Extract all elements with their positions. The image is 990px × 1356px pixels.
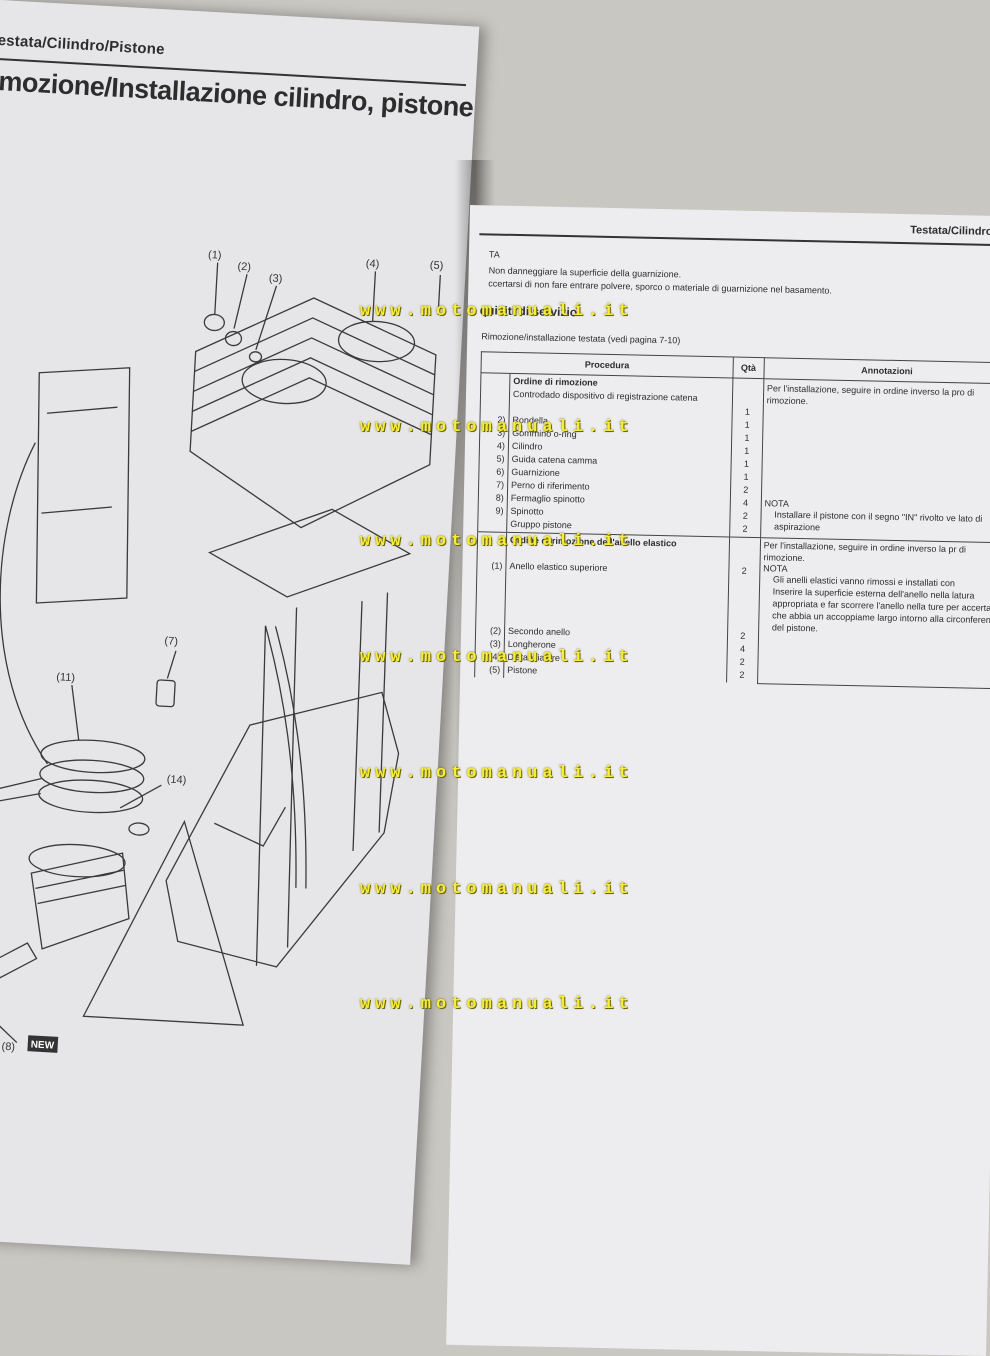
note-1: Non danneggiare la superficie della guar… [488,265,682,280]
note-2: ccertarsi di non fare entrare polvere, s… [488,278,833,296]
exploded-engine-diagram: (1) (2) (3) (4) (5) (7) (11) (14) (8) NE… [0,249,444,1054]
new-badge: NEW [27,1035,59,1053]
svg-text:NEW: NEW [30,1039,54,1051]
reference-line: Rimozione/installazione testata (vedi pa… [481,331,681,346]
cam-chain [264,625,307,889]
callout-5: (5) [430,259,444,272]
left-running-head: estata/Cilindro/Pistone [0,31,166,59]
piston-pin [0,942,38,987]
note-label: TA [488,249,500,260]
callout-11: (11) [56,671,75,684]
right-running-head: Testata/Cilindro/ [910,224,990,239]
callout-8: (8) [1,1041,15,1054]
dowel-pin [155,679,176,708]
watermark: www.motomanuali.it [360,302,634,321]
watermark: www.motomanuali.it [360,532,634,551]
gasket [207,508,412,598]
group2-annotation: Per l'installazione, seguire in ordine i… [763,540,967,564]
ring-detail-bubble [35,367,131,604]
col-qty: Qtà [732,357,765,379]
callout-4: (4) [366,258,380,271]
group1-annotation: Per l'installazione, seguire in ordine i… [766,383,975,407]
cylinder-block [189,297,437,529]
procedure-table: Procedura Qtà Annotazioni 2) 3) 4) 5) 6)… [474,351,990,689]
watermark: www.motomanuali.it [360,880,634,899]
watermark: www.motomanuali.it [360,418,634,437]
callout-2: (2) [237,261,251,274]
watermark: www.motomanuali.it [360,648,634,667]
group1-nota-text: Installare il pistone con il segno "IN" … [773,509,983,533]
callout-3: (3) [269,272,283,285]
group-removal-order: 2) 3) 4) 5) 6) 7) 8) 9) Ordine di rimozi… [477,372,990,543]
watermark: www.motomanuali.it [360,995,634,1014]
callout-14: (14) [166,774,186,787]
piston-ring-top [40,739,146,774]
crankcase [165,691,400,968]
callout-1: (1) [208,249,222,262]
watermark: www.motomanuali.it [360,764,634,783]
callout-7: (7) [164,635,178,648]
left-page: estata/Cilindro/Pistone imozione/Install… [0,0,480,1265]
group2-nota-item-2: Inserire la superficie esterna dell'anel… [771,586,990,634]
piston [30,852,130,950]
